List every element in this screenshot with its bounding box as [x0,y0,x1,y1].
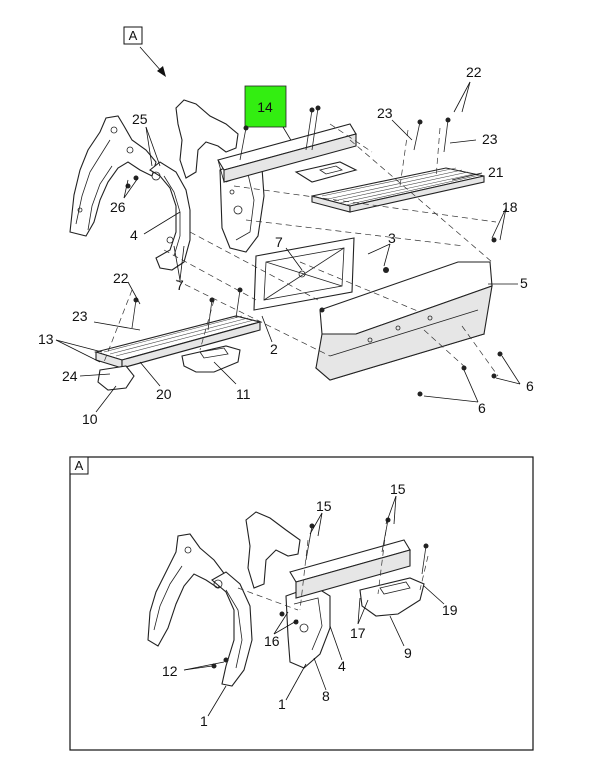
callout: 15 [316,498,332,514]
callout: 1 [200,713,208,729]
main-assembly [69,99,503,397]
callout: 17 [350,625,366,641]
callout: 24 [62,368,78,384]
main-leaders [55,81,521,413]
callout: 7 [275,234,283,250]
detail-box-label: A [75,458,84,473]
center-bracket [175,99,265,253]
view-marker: A [123,26,166,77]
callout: 23 [377,105,393,121]
callout: 1 [278,696,286,712]
callout: 5 [520,275,528,291]
detail-callouts: 15 15 16 17 19 9 12 1 1 8 4 [162,481,458,729]
callout: 26 [110,199,126,215]
callout: 21 [488,164,504,180]
callout: 4 [130,227,138,243]
main-callouts: 22 23 23 21 25 26 4 7 7 3 18 5 22 23 13 … [38,64,534,427]
callout: 7 [176,277,184,293]
callout: 19 [442,602,458,618]
callout: 9 [404,645,412,661]
lower-step [93,315,263,369]
callout: 11 [236,386,251,402]
callout: 23 [482,131,498,147]
callout: 10 [82,411,98,427]
mounting-plate [253,237,355,311]
callout: 13 [38,331,54,347]
callout: 22 [466,64,482,80]
callout: 16 [264,633,280,649]
callout: 20 [156,386,172,402]
callout: 25 [132,111,148,127]
callout: 15 [390,481,406,497]
view-marker-label: A [129,28,138,43]
callout: 12 [162,663,178,679]
callout: 23 [72,308,88,324]
detail-view: A [69,456,534,751]
callout: 6 [526,378,534,394]
end-cap [97,365,135,391]
lower-support [181,345,241,373]
highlight-callout[interactable]: 14 [244,85,293,143]
side-panel [314,261,493,381]
callout: 22 [113,270,129,286]
step-hanger [149,161,191,271]
callout: 2 [270,341,278,357]
callout: 4 [338,658,346,674]
upper-angle-bar [217,123,357,183]
callout: 18 [502,199,518,215]
upper-step [294,161,485,213]
callout: 3 [388,230,396,246]
callout: 8 [322,688,330,704]
detail-leaders [183,495,445,717]
left-bracket [69,115,157,237]
callout-14-label: 14 [257,99,273,115]
assembly-lines [103,123,499,377]
callout: 6 [478,400,486,416]
